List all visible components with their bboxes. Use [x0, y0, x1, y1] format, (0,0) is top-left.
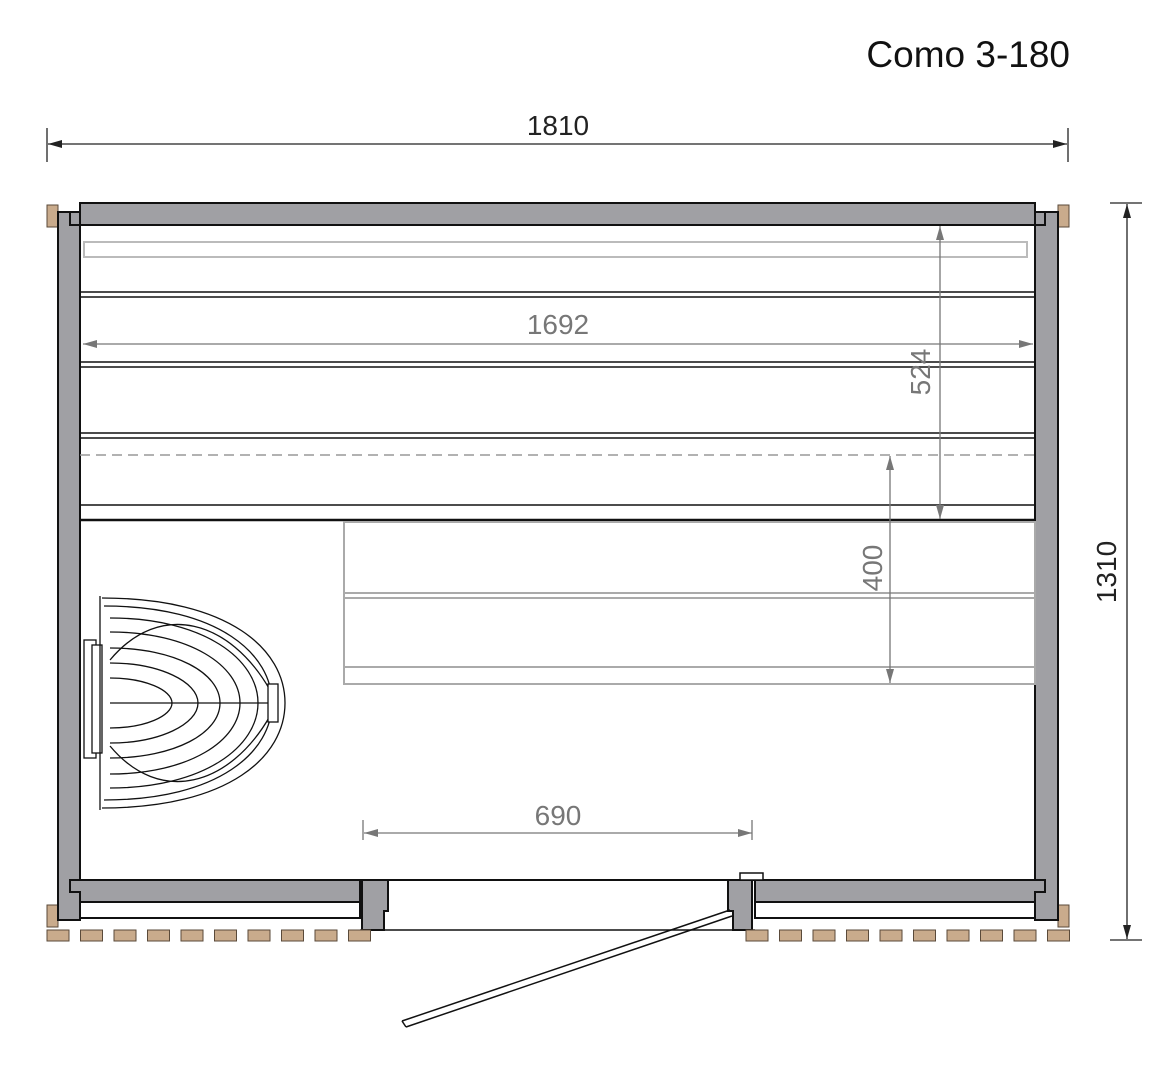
joist-block [80, 929, 103, 942]
joist-block [281, 929, 304, 942]
door [360, 872, 764, 1028]
joist-block [348, 929, 371, 942]
joist-block [214, 929, 237, 942]
dimension-outer-width: 1810 [46, 110, 1069, 162]
joist-block [46, 929, 70, 942]
joist-block [180, 929, 204, 942]
svg-text:1810: 1810 [527, 110, 589, 141]
upper-bench [80, 241, 1035, 522]
joist-block [745, 929, 769, 942]
dimension-lower-bench-depth: 400 [857, 456, 894, 683]
sauna-heater [83, 596, 286, 810]
svg-text:690: 690 [535, 800, 582, 831]
joist-block [247, 929, 271, 942]
dimension-bench-length: 1692 [83, 309, 1033, 348]
joist-block [779, 929, 802, 942]
svg-text:400: 400 [857, 545, 888, 592]
model-title: Como 3-180 [866, 34, 1070, 75]
joist-block [1047, 929, 1070, 942]
joist-block [314, 929, 338, 942]
joist-block [113, 929, 137, 942]
svg-text:1692: 1692 [527, 309, 589, 340]
joist-block [913, 929, 936, 942]
joist-block [879, 929, 903, 942]
joist-block [812, 929, 836, 942]
joist-block [147, 929, 170, 942]
lower-bench [343, 521, 1036, 685]
svg-text:524: 524 [905, 349, 936, 396]
dimension-door-width: 690 [362, 800, 753, 840]
joist-block [980, 929, 1003, 942]
walls [57, 202, 1059, 921]
floor-joists [46, 929, 1070, 942]
joist-block [1013, 929, 1037, 942]
dimension-outer-depth: 1310 [1091, 202, 1142, 941]
joist-block [846, 929, 869, 942]
joist-block [946, 929, 970, 942]
dimension-upper-bench-depth: 524 [905, 226, 944, 519]
svg-text:1310: 1310 [1091, 541, 1122, 603]
